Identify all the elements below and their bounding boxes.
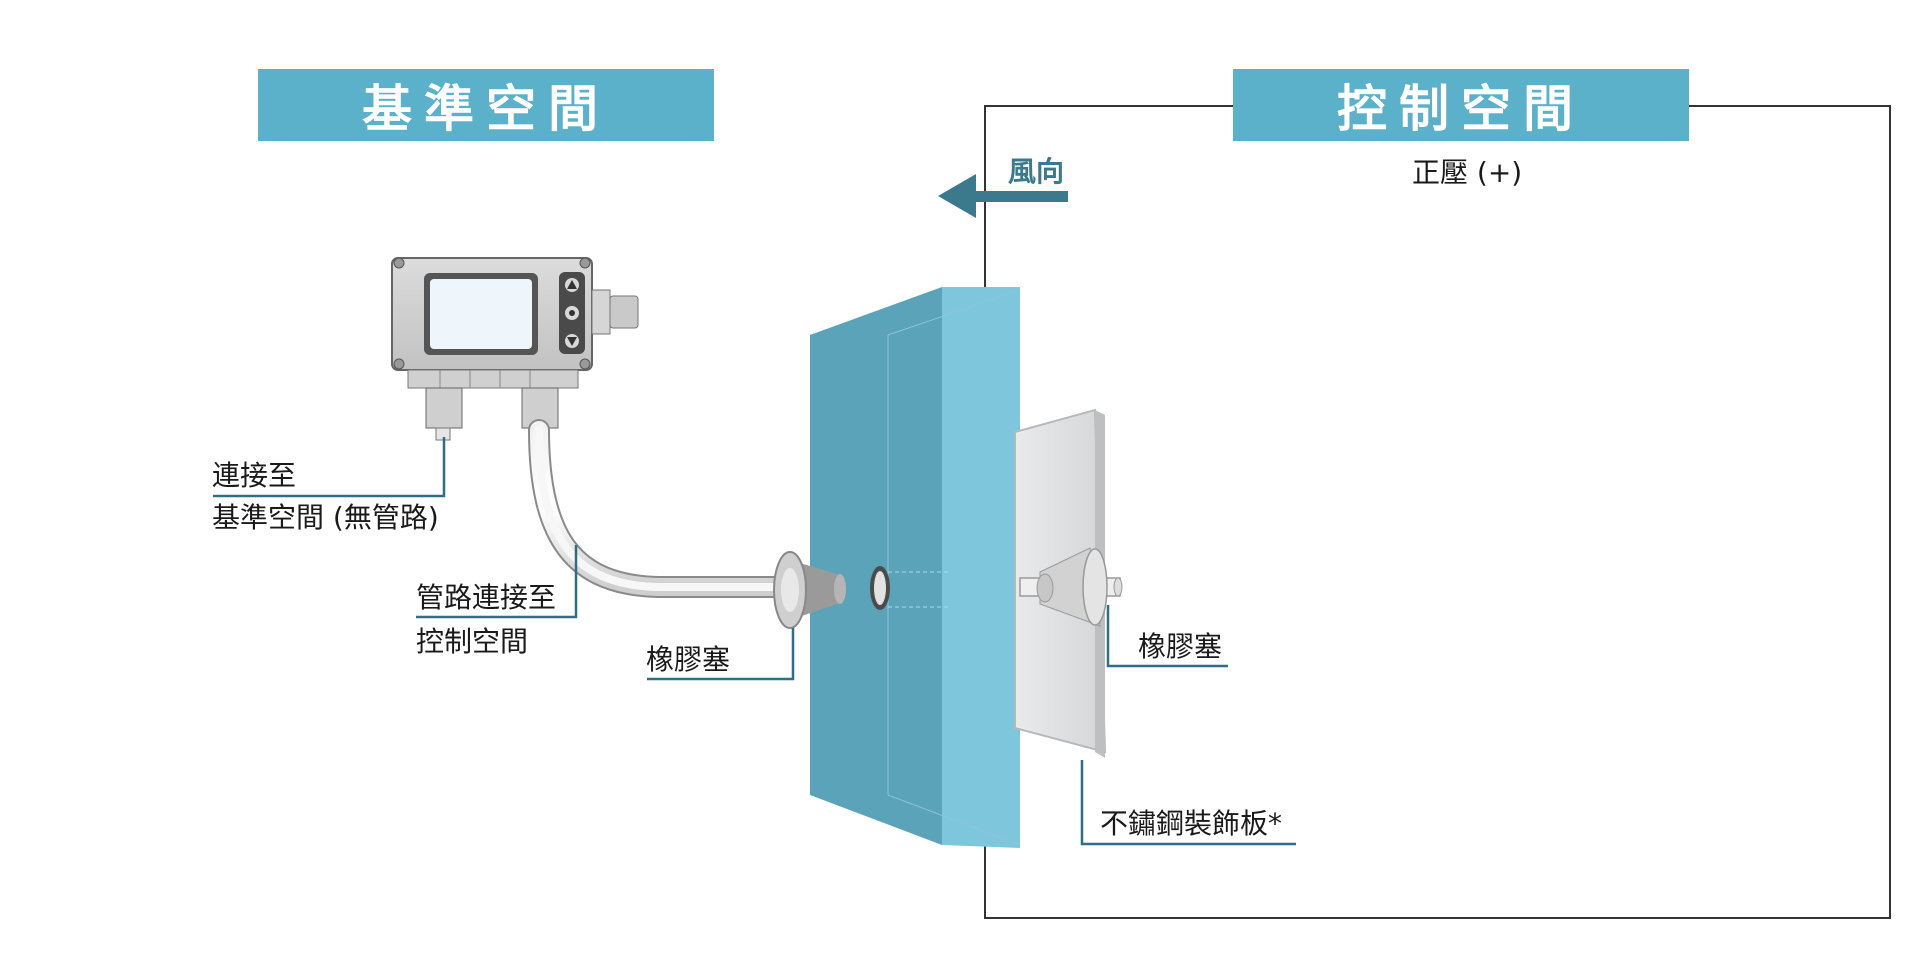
grommet-right-label: 橡膠塞 [1138,630,1223,663]
tubing-label-line1: 管路連接至 [416,581,557,614]
connect-reference-label-line1: 連接至 [212,459,297,492]
wall-panel [810,287,1021,848]
tubing [528,419,791,598]
controlled-space-banner: 控制空間 [1233,69,1689,141]
connect-reference-label-line2: 基準空間 (無管路) [212,501,439,534]
reference-space-banner: 基準空間 [258,69,714,141]
grommet-right-icon [1019,547,1123,627]
grommet-left-label: 橡膠塞 [646,643,731,676]
wind-direction-label: 風向 [1008,155,1065,188]
grommet-left-icon [773,551,846,629]
stainless-plate-label: 不鏽鋼裝飾板* [1100,807,1283,840]
tubing-label-line2: 控制空間 [416,625,529,658]
arrow-left-icon [938,174,1068,218]
leader-lines [213,437,1296,846]
pressure-label: 正壓 (+) [1412,156,1523,189]
pressure-transmitter-icon [391,257,639,441]
